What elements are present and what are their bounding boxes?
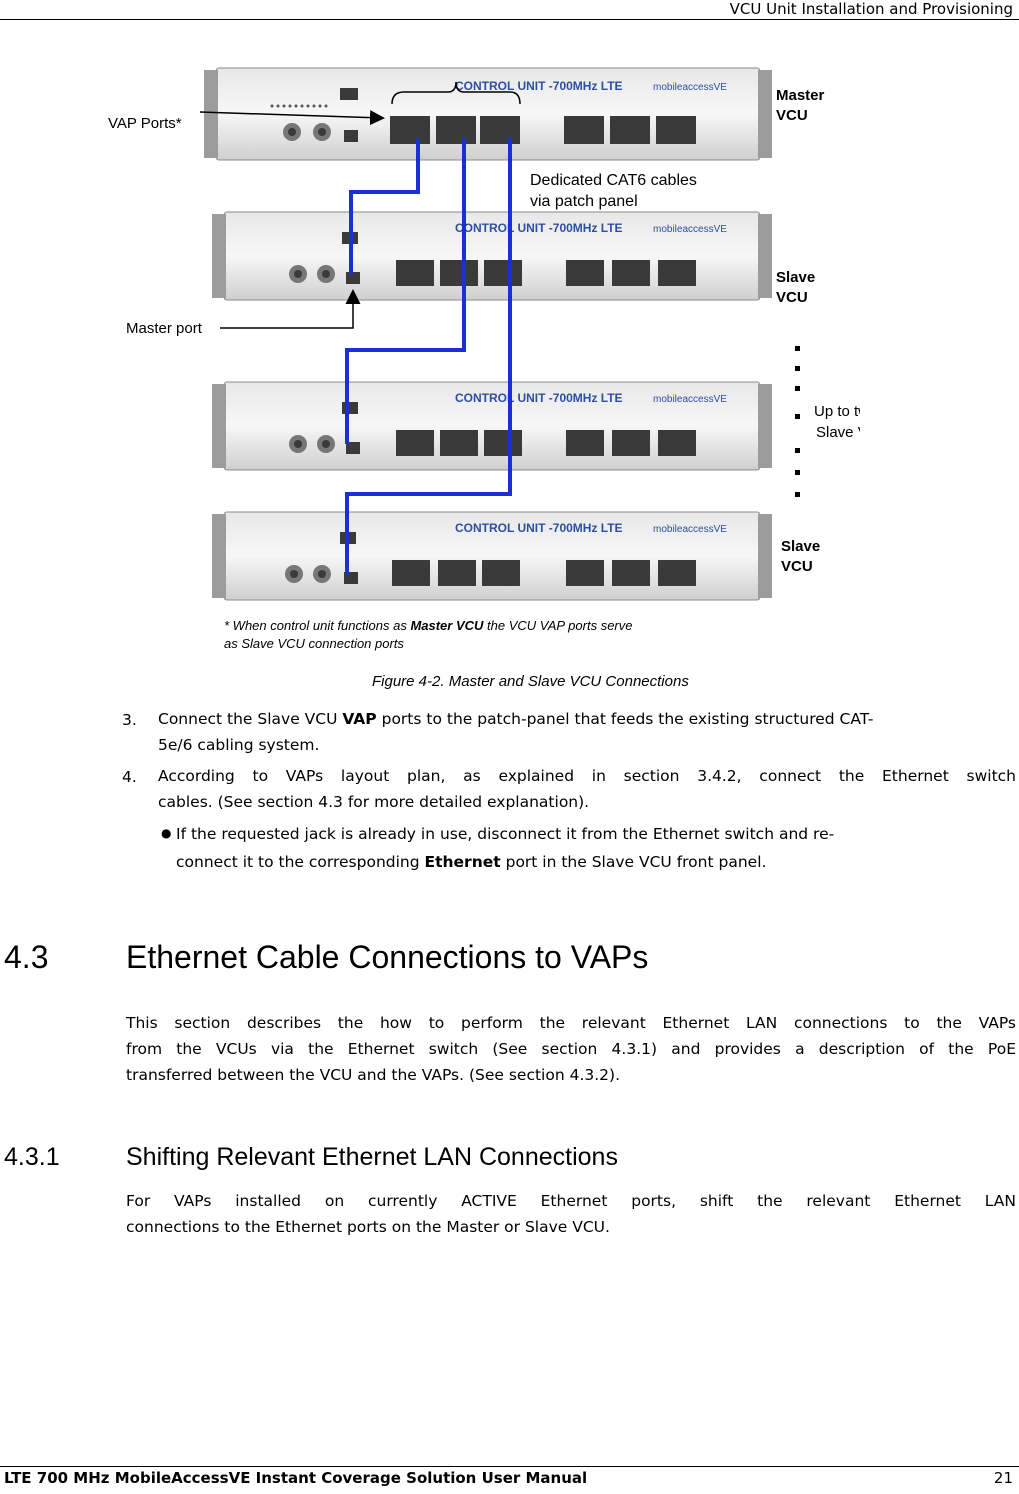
- label-slave-vcu: VCU: [776, 289, 808, 306]
- brand-logo: mobileaccessVE: [653, 394, 727, 405]
- label-master-vcu: VCU: [776, 107, 808, 124]
- bullet-text: If the requested jack is already in use,…: [176, 825, 835, 871]
- brand-logo: mobileaccessVE: [653, 524, 727, 535]
- section-4-3-1-body: For VAPs installed on currently ACTIVE E…: [126, 1192, 1016, 1236]
- step-4-text: According to VAPs layout plan, as explai…: [158, 767, 1016, 811]
- label-master: Master: [776, 87, 825, 104]
- unit-title: CONTROL UNIT -700MHz LTE: [455, 221, 623, 235]
- vcu-connections-figure: CONTROL UNIT -700MHz LTE mobileaccessVE …: [108, 67, 860, 651]
- unit-title: CONTROL UNIT -700MHz LTE: [455, 391, 623, 405]
- slave-vcu-unit-2: CONTROL UNIT -700MHz LTE mobileaccessVE: [212, 381, 772, 471]
- page-number: 21: [993, 1469, 1013, 1487]
- header-rule: [0, 19, 1019, 20]
- footer-title: LTE 700 MHz MobileAccessVE Instant Cover…: [4, 1469, 588, 1487]
- unit-title: CONTROL UNIT -700MHz LTE: [455, 521, 623, 535]
- master-port-callout: Master port: [126, 320, 203, 337]
- cat6-cables: [345, 138, 512, 574]
- vap-ports-callout: VAP Ports*: [108, 115, 182, 132]
- step-3-text: Connect the Slave VCU VAP ports to the p…: [158, 710, 874, 754]
- cables-callout-line1: Dedicated CAT6 cables: [530, 172, 697, 189]
- slave-vcu-unit-1: CONTROL UNIT -700MHz LTE mobileaccessVE: [212, 211, 772, 301]
- unit-title: CONTROL UNIT -700MHz LTE: [455, 79, 623, 93]
- figure-caption: Figure 4-2. Master and Slave VCU Connect…: [372, 673, 689, 690]
- label-slave-vcus: Slave VCUs: [816, 424, 860, 441]
- figure-footnote-line2: as Slave VCU connection ports: [224, 636, 404, 651]
- figure-footnote-line1: * When control unit functions as Master …: [224, 618, 633, 633]
- cables-callout-line2: via patch panel: [530, 193, 638, 210]
- brand-logo: mobileaccessVE: [653, 82, 727, 93]
- section-4-3-body: This section describes the how to perfor…: [126, 1014, 1016, 1084]
- step-3-number: 3.: [122, 711, 137, 729]
- label-up-to-twelve: Up to twelve: [814, 403, 860, 420]
- footer-rule: [0, 1466, 1019, 1467]
- master-vcu-unit: CONTROL UNIT -700MHz LTE mobileaccessVE: [204, 67, 772, 161]
- bullet-dot: ●: [161, 826, 172, 840]
- label-slave-bottom: Slave: [781, 538, 820, 555]
- label-slave: Slave: [776, 269, 815, 286]
- ellipsis-dots: [795, 346, 800, 497]
- running-header: VCU Unit Installation and Provisioning: [729, 0, 1013, 18]
- vap-ports-bracket: [391, 81, 521, 105]
- label-slave-vcu-bottom: VCU: [781, 558, 813, 575]
- slave-vcu-unit-3: CONTROL UNIT -700MHz LTE mobileaccessVE: [212, 511, 772, 601]
- step-4-number: 4.: [122, 768, 137, 786]
- brand-logo: mobileaccessVE: [653, 224, 727, 235]
